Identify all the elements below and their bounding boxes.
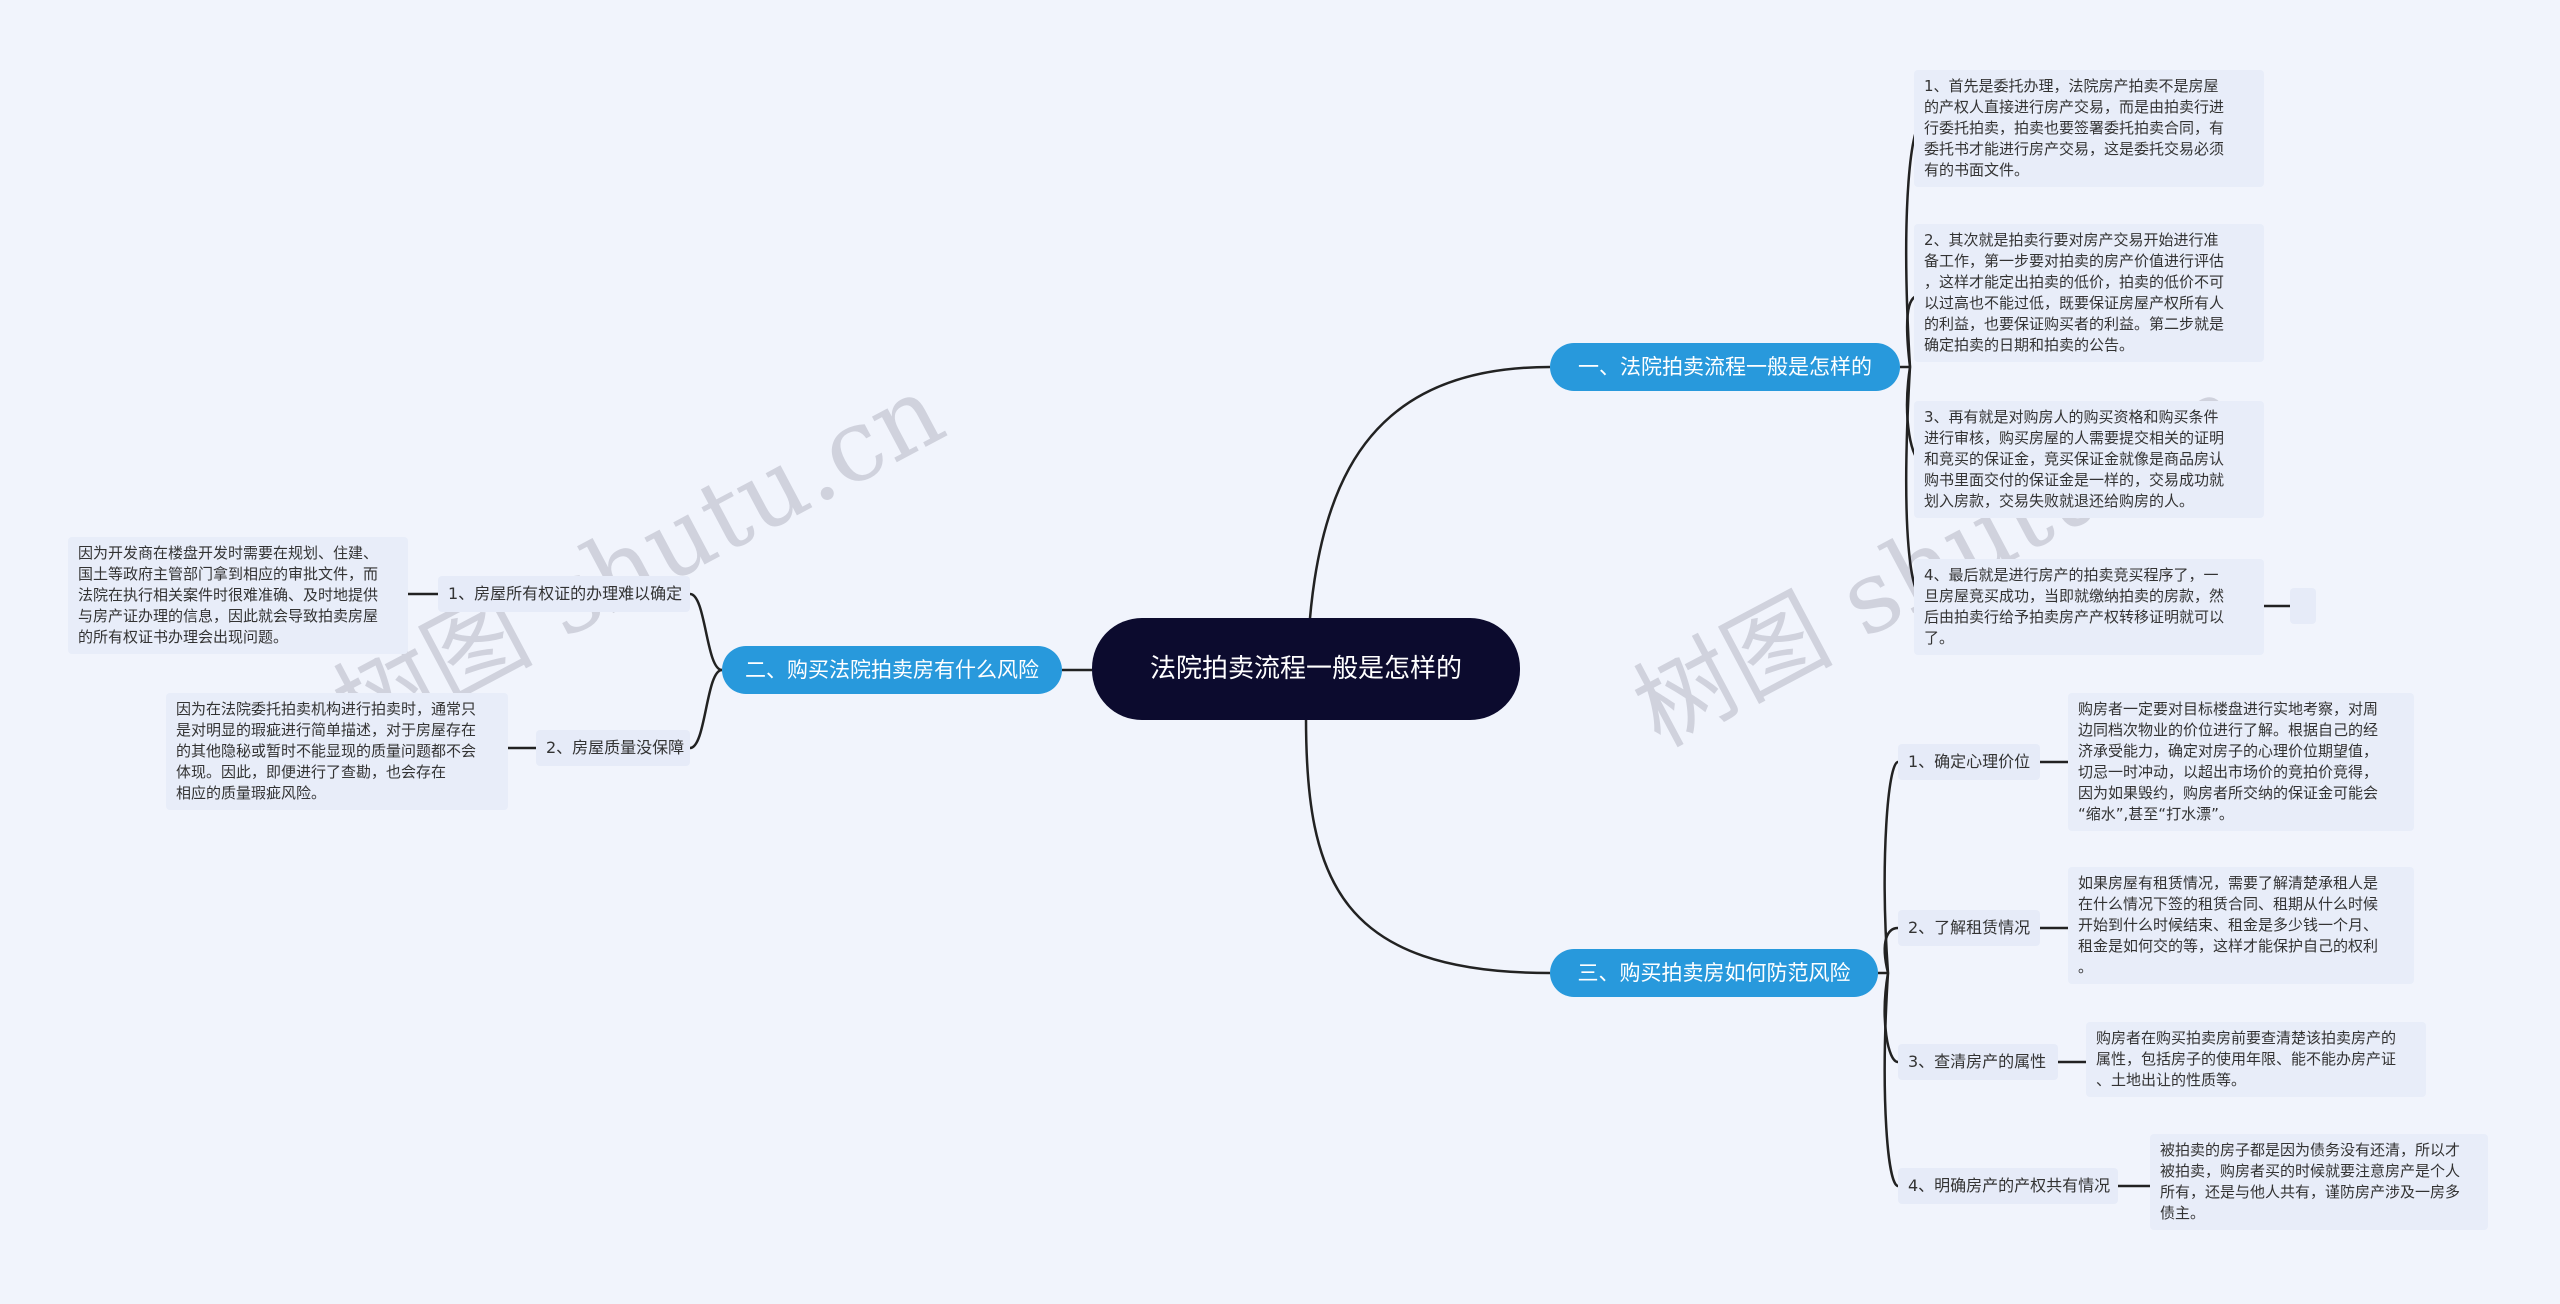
branch-2[interactable]: 二、购买法院拍卖房有什么风险 [722,646,1062,694]
edge-root-b3 [1304,717,1551,975]
branch-1[interactable]: 一、法院拍卖流程一般是怎样的 [1550,343,1900,391]
leaf-1-2[interactable]: 2、其次就是拍卖行要对房产交易开始进行准 备工作，第一步要对拍卖的房产价值进行评… [1914,224,2264,362]
empty-node[interactable] [2290,588,2316,624]
branch-2-label: 二、购买法院拍卖房有什么风险 [745,658,1039,682]
leaf-1-4[interactable]: 4、最后就是进行房产的拍卖竞买程序了，一 旦房屋竞买成功，当即就缴纳拍卖的房款，… [1914,559,2264,655]
leaf-3-4[interactable]: 被拍卖的房子都是因为债务没有还清，所以才 被拍卖，购房者买的时候就要注意房产是个… [2150,1134,2488,1230]
sub-3-2[interactable]: 2、了解租赁情况 [1898,910,2040,946]
sub-2-2[interactable]: 2、房屋质量没保障 [536,730,690,766]
branch-3[interactable]: 三、购买拍卖房如何防范风险 [1550,949,1878,997]
sub-3-3[interactable]: 3、查清房产的属性 [1898,1044,2058,1080]
root-node[interactable]: 法院拍卖流程一般是怎样的 [1092,618,1520,720]
branch-1-label: 一、法院拍卖流程一般是怎样的 [1578,355,1872,379]
leaf-2-1[interactable]: 因为开发商在楼盘开发时需要在规划、住建、 国土等政府主管部门拿到相应的审批文件，… [68,537,408,654]
leaf-1-1[interactable]: 1、首先是委托办理，法院房产拍卖不是房屋 的产权人直接进行房产交易，而是由拍卖行… [1914,70,2264,187]
leaf-3-3[interactable]: 购房者在购买拍卖房前要查清楚该拍卖房产的 属性，包括房子的使用年限、能不能办房产… [2086,1022,2426,1097]
leaf-2-2[interactable]: 因为在法院委托拍卖机构进行拍卖时，通常只 是对明显的瑕疵进行简单描述，对于房屋存… [166,693,508,810]
sub-3-1[interactable]: 1、确定心理价位 [1898,744,2040,780]
leaf-3-2[interactable]: 如果房屋有租赁情况，需要了解清楚承租人是 在什么情况下签的租赁合同、租期从什么时… [2068,867,2414,984]
branch-3-label: 三、购买拍卖房如何防范风险 [1577,961,1851,985]
root-label: 法院拍卖流程一般是怎样的 [1149,654,1462,684]
sub-3-4[interactable]: 4、明确房产的产权共有情况 [1898,1168,2118,1204]
sub-2-1[interactable]: 1、房屋所有权证的办理难以确定 [438,576,690,612]
leaf-1-3[interactable]: 3、再有就是对购房人的购买资格和购买条件 进行审核，购买房屋的人需要提交相关的证… [1914,401,2264,518]
leaf-3-1[interactable]: 购房者一定要对目标楼盘进行实地考察，对周 边同档次物业的价位进行了解。根据自己的… [2068,693,2414,831]
